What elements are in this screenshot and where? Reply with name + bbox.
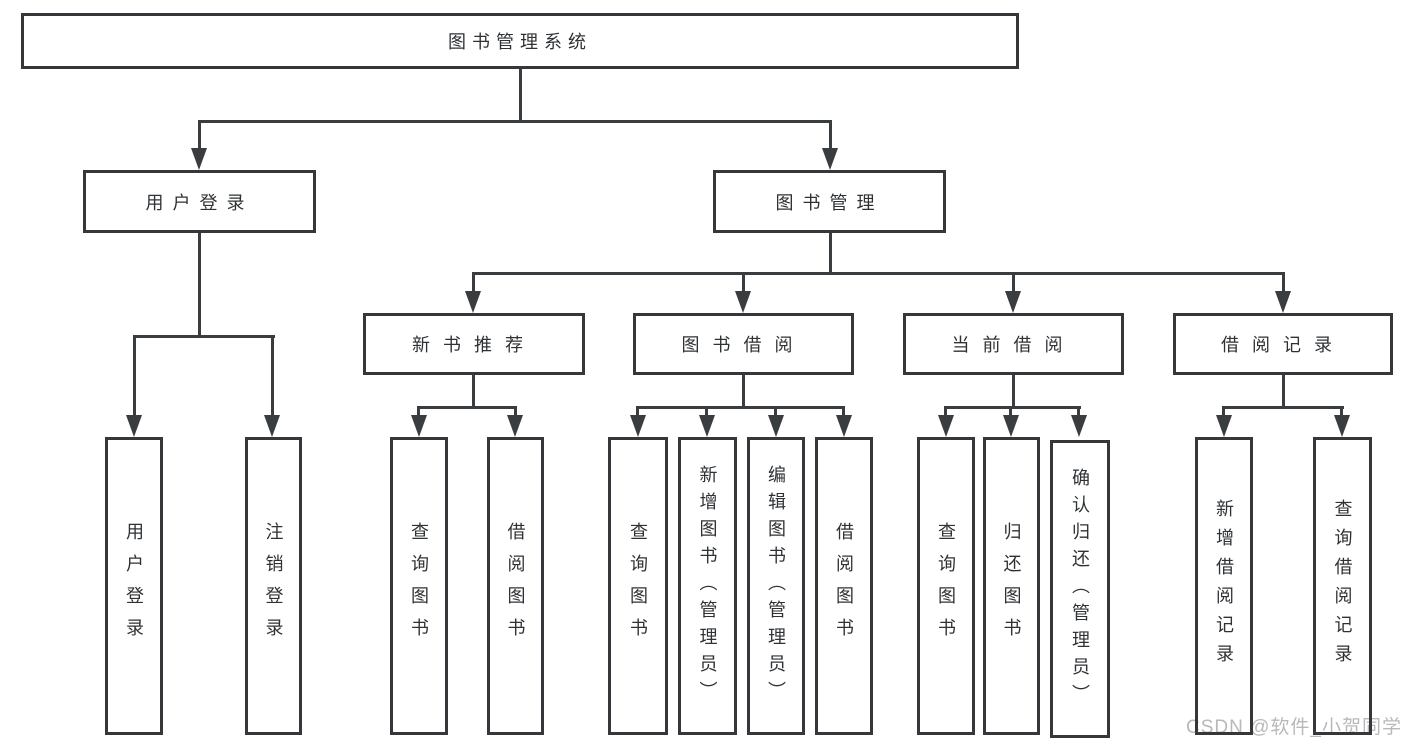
leaf-user-login-label: 用户登录 <box>124 522 144 650</box>
leaf-add-borrow-record-label: 新增借阅记录 <box>1214 499 1234 673</box>
connector-line <box>198 233 201 338</box>
connector-line <box>944 406 1081 409</box>
arrow-down-icon <box>1005 291 1021 313</box>
leaf-add-books-admin: 新增图书（管理员） <box>678 437 737 735</box>
connector-line <box>1282 272 1285 294</box>
arrow-down-icon <box>938 415 954 437</box>
leaf-recommend-query-books-label: 查询图书 <box>409 522 429 650</box>
arrow-down-icon <box>465 291 481 313</box>
arrow-down-icon <box>1003 415 1019 437</box>
connector-line <box>1012 375 1015 409</box>
leaf-borrow-books-label: 借阅图书 <box>834 522 854 650</box>
connector-line <box>1222 406 1225 418</box>
leaf-recommend-query-books: 查询图书 <box>390 437 448 735</box>
connector-line <box>637 406 845 409</box>
arrow-down-icon <box>836 415 852 437</box>
arrow-down-icon <box>507 415 523 437</box>
leaf-borrowing-query-books-label: 查询图书 <box>628 522 648 650</box>
connector-line <box>1282 375 1285 409</box>
leaf-borrowing-query-books: 查询图书 <box>608 437 668 735</box>
leaf-borrow-books: 借阅图书 <box>815 437 873 735</box>
connector-line <box>742 272 745 294</box>
connector-line <box>829 120 832 152</box>
arrow-down-icon <box>264 415 280 437</box>
connector-line <box>472 272 475 294</box>
node-book-borrowing: 图书借阅 <box>633 313 854 375</box>
node-library-system-label: 图书管理系统 <box>448 32 592 52</box>
connector-line <box>636 406 639 418</box>
connector-line <box>774 406 777 418</box>
connector-line <box>842 406 845 418</box>
arrow-down-icon <box>411 415 427 437</box>
connector-line <box>742 375 745 409</box>
leaf-add-borrow-record: 新增借阅记录 <box>1195 437 1253 735</box>
node-user-login-label: 用户登录 <box>145 192 254 213</box>
node-new-book-recommend: 新书推荐 <box>363 313 585 375</box>
leaf-return-books-label: 归还图书 <box>1001 522 1022 650</box>
connector-line <box>705 406 708 418</box>
leaf-logout: 注销登录 <box>245 437 302 735</box>
node-borrow-records-label: 借阅记录 <box>1221 335 1345 355</box>
arrow-down-icon <box>699 415 715 437</box>
connector-line <box>271 335 274 418</box>
leaf-add-books-admin-label: 新增图书（管理员） <box>697 464 718 708</box>
leaf-recommend-borrow-books-label: 借阅图书 <box>505 522 526 650</box>
connector-line <box>1012 272 1015 294</box>
arrow-down-icon <box>126 415 142 437</box>
node-new-book-recommend-label: 新书推荐 <box>412 335 536 355</box>
arrow-down-icon <box>1216 415 1232 437</box>
node-book-management-label: 图书管理 <box>775 192 884 213</box>
connector-line <box>1077 406 1080 418</box>
arrow-down-icon <box>768 415 784 437</box>
connector-line <box>944 406 947 418</box>
leaf-recommend-borrow-books: 借阅图书 <box>487 437 544 735</box>
arrow-down-icon <box>191 148 207 170</box>
watermark: CSDN @软件_小贺同学 <box>1186 717 1402 738</box>
leaf-query-borrow-record: 查询借阅记录 <box>1313 437 1372 735</box>
leaf-confirm-return-admin-label: 确认归还（管理员） <box>1070 467 1090 711</box>
leaf-edit-books-admin: 编辑图书（管理员） <box>747 437 805 735</box>
leaf-logout-label: 注销登录 <box>263 522 284 650</box>
connector-line <box>133 335 136 418</box>
arrow-down-icon <box>735 291 751 313</box>
arrow-down-icon <box>1275 291 1291 313</box>
node-library-system: 图书管理系统 <box>21 13 1019 69</box>
node-current-borrowing: 当前借阅 <box>903 313 1124 375</box>
leaf-confirm-return-admin: 确认归还（管理员） <box>1050 440 1110 738</box>
connector-line <box>418 406 517 409</box>
leaf-current-query-books: 查询图书 <box>917 437 975 735</box>
connector-line <box>472 272 1285 275</box>
leaf-edit-books-admin-label: 编辑图书（管理员） <box>766 464 786 708</box>
arrow-down-icon <box>1071 415 1087 437</box>
node-current-borrowing-label: 当前借阅 <box>951 335 1076 355</box>
connector-line <box>1222 406 1344 409</box>
leaf-current-query-books-label: 查询图书 <box>936 522 956 650</box>
leaf-return-books: 归还图书 <box>983 437 1040 735</box>
arrow-down-icon <box>630 415 646 437</box>
connector-line <box>829 233 832 275</box>
connector-line <box>1340 406 1343 418</box>
arrow-down-icon <box>822 148 838 170</box>
connector-line <box>198 120 201 152</box>
node-book-management: 图书管理 <box>713 170 946 233</box>
leaf-user-login: 用户登录 <box>105 437 163 735</box>
connector-line <box>514 406 517 418</box>
arrow-down-icon <box>1334 415 1350 437</box>
connector-line <box>133 335 275 338</box>
node-user-login: 用户登录 <box>83 170 316 233</box>
leaf-query-borrow-record-label: 查询借阅记录 <box>1332 499 1353 673</box>
connector-line <box>198 120 832 123</box>
connector-line <box>472 375 475 409</box>
node-book-borrowing-label: 图书借阅 <box>681 335 806 355</box>
connector-line <box>417 406 420 418</box>
node-borrow-records: 借阅记录 <box>1173 313 1393 375</box>
connector-line <box>519 69 522 122</box>
connector-line <box>1009 406 1012 418</box>
